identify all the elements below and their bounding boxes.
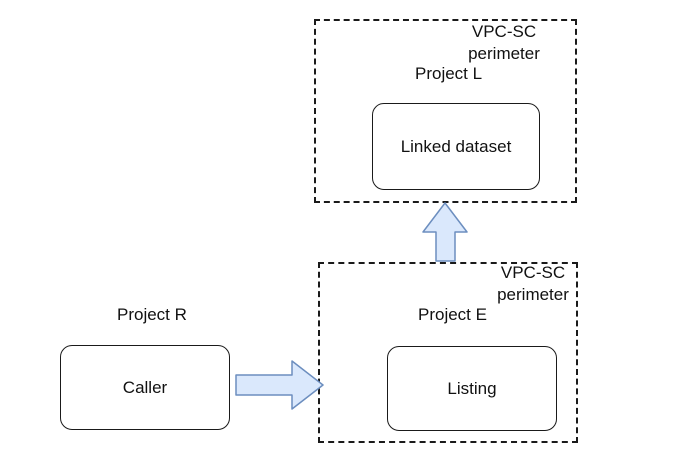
vpc-perimeter-bottom-label: VPC-SC perimeter <box>497 263 569 304</box>
linked-dataset-node: Linked dataset <box>372 103 540 190</box>
project-l-label: Project L <box>415 64 483 83</box>
linked-dataset-label: Linked dataset <box>400 136 512 156</box>
vpc-perimeter-top-label: VPC-SC perimeter <box>468 22 540 63</box>
listing-label: Listing <box>447 378 497 398</box>
caller-node: Caller <box>60 345 230 430</box>
project-r-label: Project R <box>117 305 187 324</box>
listing-node: Listing <box>387 346 557 431</box>
project-e-label: Project E <box>418 305 487 324</box>
arrow-listing-to-linked-dataset <box>422 202 468 262</box>
vpc-perimeter-bottom <box>318 262 578 443</box>
right-arrow-shape <box>235 360 324 410</box>
arrow-caller-to-listing <box>235 360 324 410</box>
caller-label: Caller <box>122 377 168 397</box>
up-arrow-shape <box>422 202 468 262</box>
vpc-perimeter-top <box>314 19 577 203</box>
